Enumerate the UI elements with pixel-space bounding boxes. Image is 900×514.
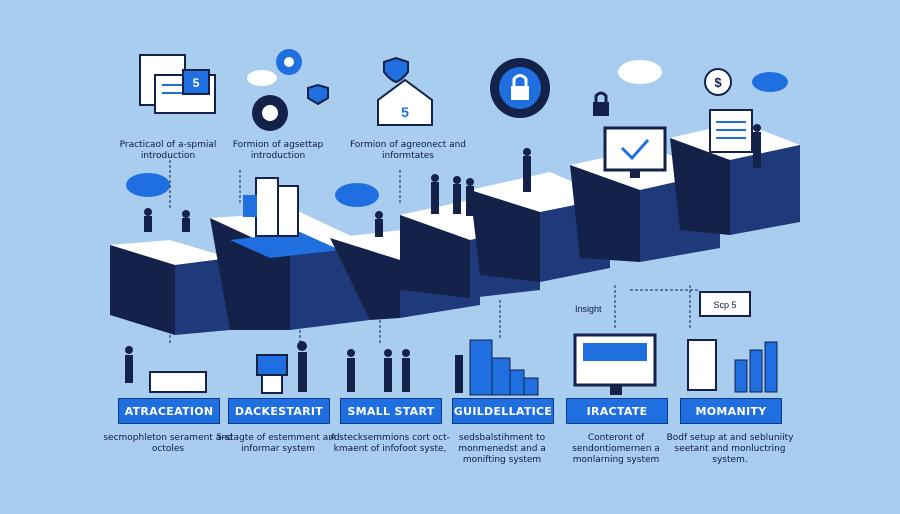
stage-bar-3: SMALL START bbox=[340, 398, 442, 424]
lower-scene-1 bbox=[125, 346, 207, 393]
stage-desc-5: Conteront of sendontiomernen a monlarnin… bbox=[572, 433, 660, 465]
monitor-icon bbox=[603, 126, 667, 178]
insight-label: Insight bbox=[575, 304, 602, 314]
stage-desc-1: secmophleton serament and octoles bbox=[103, 433, 233, 454]
screen-sign-icon bbox=[699, 291, 751, 317]
document-stack-icon bbox=[709, 109, 753, 153]
cloud-icon bbox=[126, 60, 788, 207]
stage-bar-4: GUILDELLATICE bbox=[452, 398, 554, 424]
stage-desc-3: A stecksemmions cort oct-kmaent of infof… bbox=[330, 433, 450, 454]
lock-gear-icon bbox=[490, 58, 550, 118]
dollar-icon: $ bbox=[704, 68, 732, 96]
person-icon bbox=[144, 124, 761, 237]
top-label-1: Practicaol of a-spmial introduction bbox=[119, 140, 217, 161]
stage-bar-2: DACKESTARIT bbox=[228, 398, 330, 424]
svg-text:5: 5 bbox=[193, 76, 200, 90]
home-sign-icon: 5 bbox=[377, 78, 433, 126]
stage-bar-5: IRACTATE bbox=[566, 398, 668, 424]
svg-text:$: $ bbox=[714, 75, 722, 90]
screen-label: Scp 5 bbox=[713, 300, 737, 310]
stage-desc-6: Bodf setup at and sebluniity seetant and… bbox=[666, 433, 794, 465]
svg-text:5: 5 bbox=[401, 104, 409, 120]
shield-icon bbox=[307, 56, 409, 106]
top-label-3: Formion of agreonect and informtates bbox=[349, 140, 467, 161]
binder-icon bbox=[243, 177, 299, 237]
stage-desc-4: sedsbalstihment to monmenedst and a moni… bbox=[458, 433, 546, 465]
stage-bar-6: MOMANITY bbox=[680, 398, 782, 424]
top-label-2: Formion of agsettap introduction bbox=[232, 140, 324, 161]
stage-desc-2: 5-stagte of estemment and informar syste… bbox=[216, 433, 340, 454]
lock-icon bbox=[593, 91, 609, 116]
lower-chart-icon bbox=[687, 339, 778, 393]
lower-monitor-icon bbox=[573, 333, 657, 395]
step-block-1 bbox=[110, 240, 230, 335]
lower-scene-3 bbox=[347, 349, 410, 392]
lower-scene-2 bbox=[256, 341, 307, 394]
stage-bar-1: ATRACEATION bbox=[118, 398, 220, 424]
gear-icon bbox=[252, 49, 302, 131]
bar-chart-icon bbox=[455, 339, 539, 396]
number-sign-icon: 5 bbox=[182, 69, 210, 95]
